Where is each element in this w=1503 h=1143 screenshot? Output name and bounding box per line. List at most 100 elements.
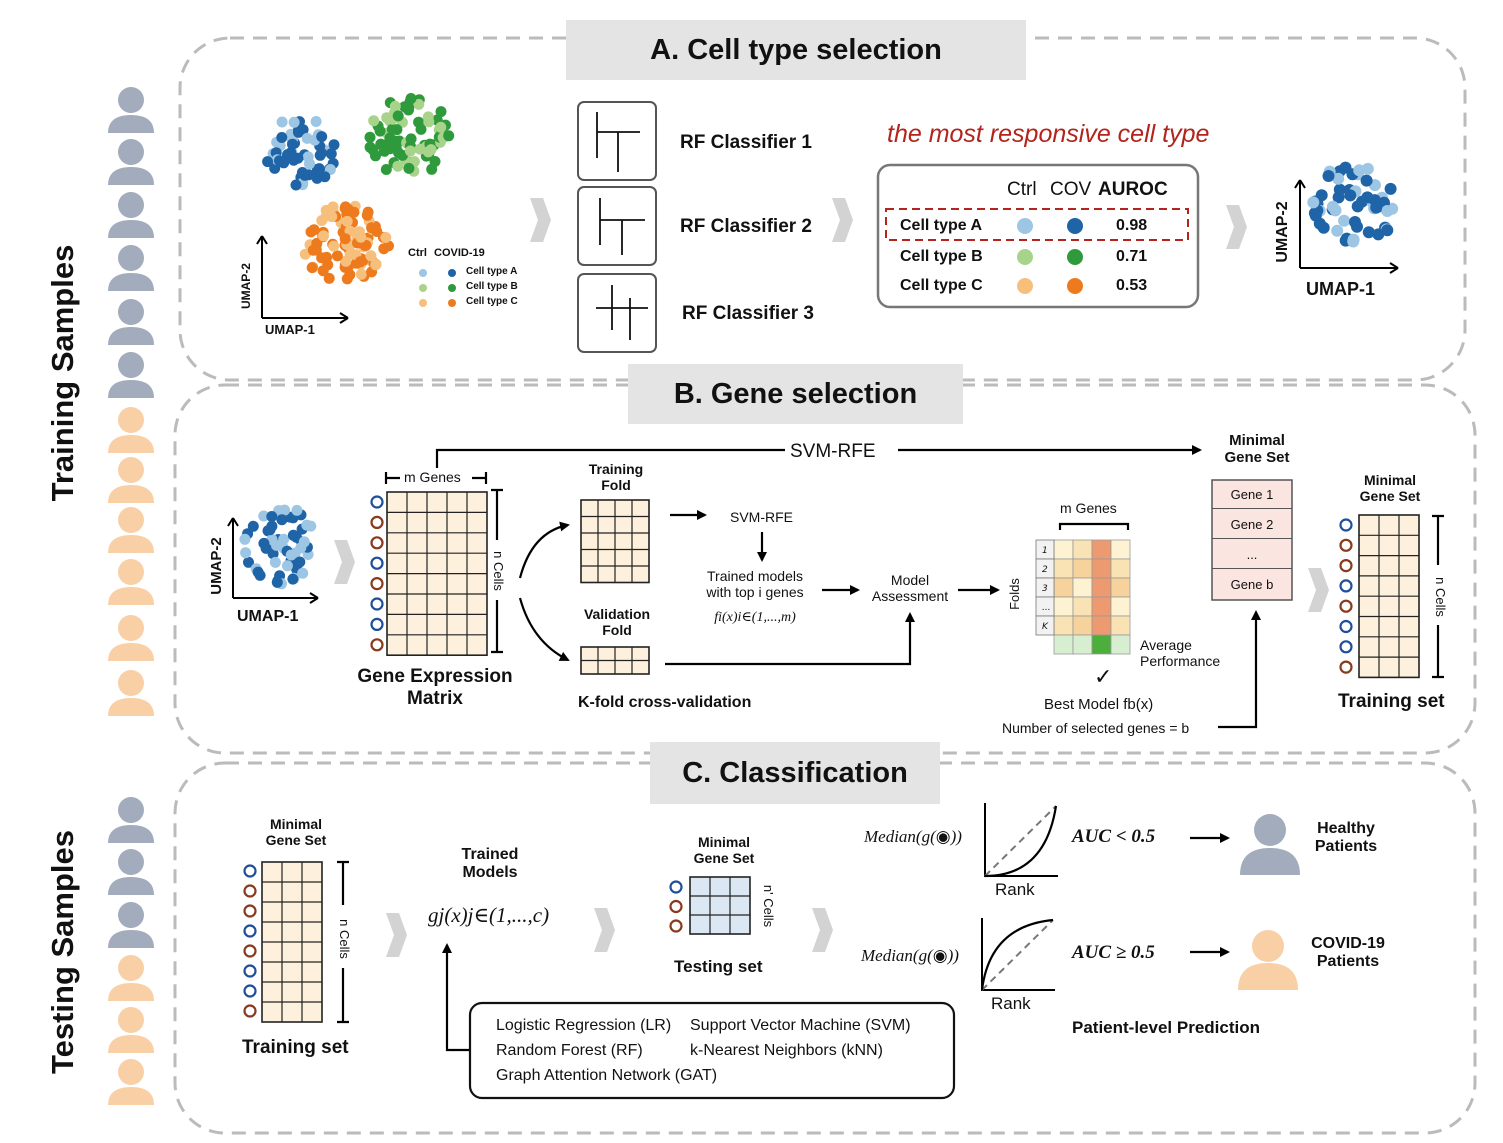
- scatter-point: [1322, 170, 1335, 182]
- person-icon: [108, 615, 154, 661]
- scatter-point: [365, 250, 377, 262]
- scatter-point: [328, 139, 340, 151]
- trained-models-label: Trained models with top i genes: [706, 568, 804, 601]
- scatter-point: [426, 163, 438, 175]
- scatter-point: [1347, 235, 1360, 248]
- n-cells-label-2: n Cells: [1433, 577, 1448, 617]
- umap-axis-a: [261, 236, 348, 319]
- heat-cell: [1110, 577, 1131, 598]
- scatter-point: [380, 164, 392, 175]
- heat-cell: [1072, 539, 1093, 560]
- heat-cell: [1072, 634, 1093, 655]
- scatter-point: [316, 147, 328, 159]
- heat-cell: [1091, 615, 1112, 636]
- people-column: [108, 87, 154, 1105]
- cell-row-marker: [243, 944, 257, 958]
- folds-label: Folds: [1007, 578, 1022, 610]
- umap-x-label-a2: UMAP-1: [1306, 279, 1376, 299]
- scatter-point: [262, 156, 274, 168]
- num-selected-label: Number of selected genes = b: [1002, 720, 1190, 736]
- scatter-point: [1307, 196, 1320, 209]
- cell-row-marker: [370, 556, 384, 570]
- training-set-label-b: Training set: [1338, 691, 1445, 712]
- heat-cell: [1072, 577, 1093, 598]
- heat-cell: [1053, 539, 1074, 560]
- scatter-point: [392, 160, 404, 172]
- scatter-point: [405, 93, 417, 104]
- scatter-point: [1349, 216, 1361, 228]
- heat-cell: [1110, 615, 1131, 636]
- classifier-box-3: [577, 273, 657, 353]
- cell-row-marker: [669, 919, 683, 933]
- m-genes-label: m Genes: [404, 469, 461, 485]
- patient-level-label: Patient-level Prediction: [1072, 1018, 1260, 1037]
- fold-index-label: 2: [1042, 565, 1048, 575]
- testing-set-label: Testing set: [674, 957, 763, 976]
- trained-formula: fi(x)i∈(1,...,m): [714, 610, 796, 625]
- scatter-point: [308, 224, 320, 236]
- cell-row-marker: [370, 495, 384, 509]
- person-icon: [108, 670, 154, 716]
- scatter-point: [403, 102, 415, 114]
- testing-set-grid: [689, 876, 751, 935]
- rf-classifier-1: RF Classifier 1: [680, 132, 812, 153]
- umap-x-label-a: UMAP-1: [265, 322, 315, 337]
- scatter-point: [276, 132, 288, 143]
- scatter-point: [389, 100, 401, 112]
- heat-cell: [1053, 615, 1074, 636]
- scatter-point: [281, 560, 293, 572]
- scatter-point: [318, 230, 329, 242]
- scatter-point: [1384, 182, 1397, 195]
- roc-plot-covid: [980, 918, 1055, 991]
- scatter-point: [415, 123, 427, 135]
- classifier-box-1: [577, 101, 657, 181]
- scatter-point: [1372, 228, 1385, 241]
- scatter-point: [292, 152, 304, 164]
- chevron-a2: [832, 198, 853, 242]
- person-icon: [108, 849, 154, 895]
- scatter-point: [1351, 200, 1364, 213]
- scatter-point: [355, 231, 367, 243]
- healthy-patient-icon: [1240, 814, 1300, 875]
- n-cells-label-c: n Cells: [337, 919, 352, 959]
- person-icon: [108, 457, 154, 503]
- cell-row-marker: [1339, 619, 1353, 634]
- cell-row-marker: [370, 638, 384, 652]
- fold-index-label: 1: [1042, 546, 1048, 556]
- heat-cell: [1053, 596, 1074, 617]
- auc-lt-label: AUC < 0.5: [1072, 826, 1156, 847]
- highlight-dashed-box: [885, 208, 1189, 241]
- scatter-point: [354, 256, 366, 268]
- median-label-healthy: Median(g(◉)): [864, 827, 962, 846]
- row-a-auroc: 0.98: [1116, 217, 1148, 234]
- classifier-box-2: [577, 186, 657, 266]
- cell-row-marker: [243, 924, 257, 938]
- cell-row-marker: [1339, 579, 1353, 593]
- gene-ellipsis: ...: [1212, 540, 1292, 569]
- table-header-ctrl: Ctrl: [1007, 179, 1037, 200]
- scatter-point: [290, 179, 302, 191]
- gene-expression-matrix: [386, 491, 488, 656]
- row-b-label: Cell type B: [900, 248, 983, 265]
- scatter-point: [414, 143, 426, 155]
- training-samples-label: Training Samples: [45, 244, 80, 502]
- scatter-point: [375, 138, 387, 150]
- scatter-point: [374, 125, 386, 137]
- umap-x-label-b: UMAP-1: [237, 608, 299, 625]
- person-icon: [108, 245, 154, 291]
- heat-cell: [1053, 558, 1074, 579]
- scatter-point: [274, 155, 285, 167]
- fold-index-label: K: [1042, 622, 1049, 632]
- heat-cell: [1110, 558, 1131, 579]
- healthy-patients-label: Healthy Patients: [1314, 820, 1378, 856]
- scatter-point: [1332, 172, 1345, 185]
- scatter-point: [319, 171, 331, 183]
- scatter-point: [311, 237, 323, 249]
- chevron-b2: [1308, 568, 1329, 612]
- panel-b-title: B. Gene selection: [628, 364, 963, 424]
- scatter-point: [1362, 226, 1375, 239]
- minimal-gene-set-label-2: Minimal Gene Set: [1359, 472, 1421, 505]
- svm-rfe-top: SVM-RFE: [790, 441, 876, 462]
- roc-plot-healthy: [984, 803, 1058, 878]
